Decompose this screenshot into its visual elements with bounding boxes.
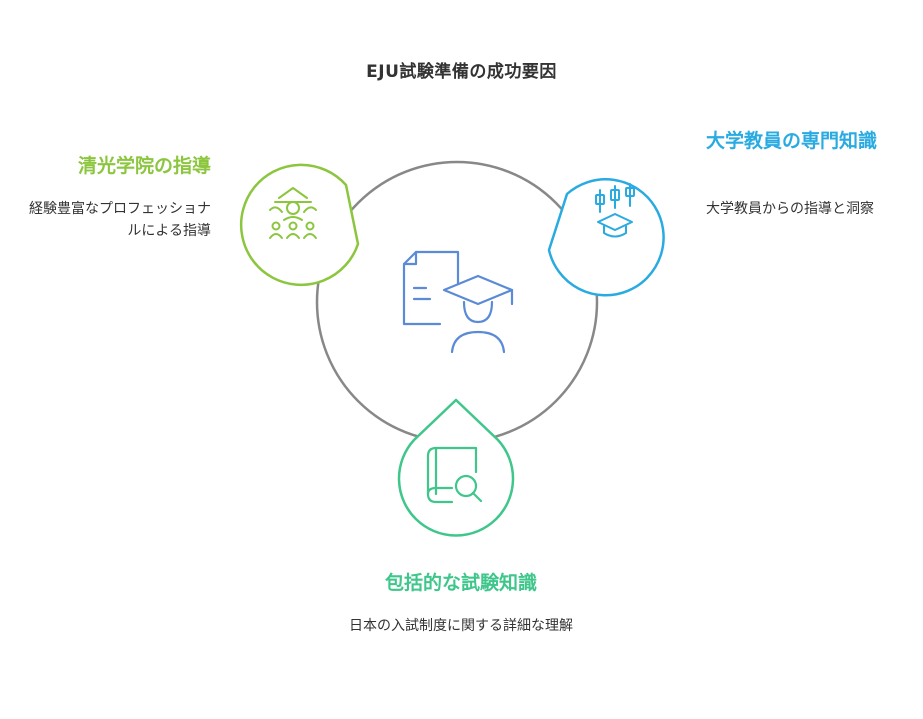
diagram-title: EJU試験準備の成功要因 (366, 62, 557, 82)
left-node-description: 経験豊富なプロフェッショナルによる指導 (29, 201, 211, 239)
right-teardrop (547, 178, 665, 297)
left-node-title: 清光学院の指導 (77, 155, 211, 177)
left-teardrop (239, 163, 360, 287)
student-document-icon (402, 250, 514, 354)
bottom-node-description: 日本の入試制度に関する詳細な理解 (349, 618, 573, 634)
right-node-title: 大学教員の専門知識 (706, 130, 878, 152)
graduation-cap-chart-icon (595, 183, 635, 238)
bottom-node-title: 包括的な試験知識 (384, 572, 537, 594)
book-search-icon (426, 446, 483, 504)
right-node-description: 大学教員からの指導と洞察 (706, 201, 874, 217)
teacher-students-icon (269, 187, 317, 239)
bottom-teardrop (397, 398, 515, 537)
